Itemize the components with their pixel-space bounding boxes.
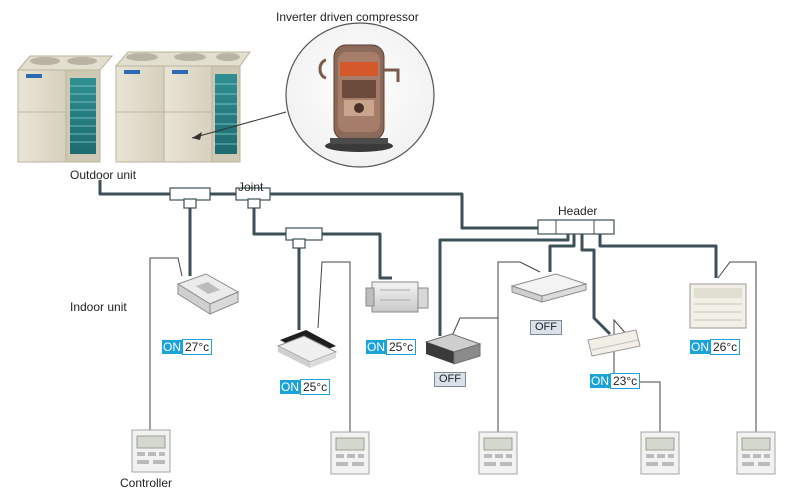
on-indicator: ON bbox=[366, 340, 386, 354]
on-indicator: ON bbox=[162, 340, 182, 354]
temperature-value: 27°c bbox=[182, 339, 213, 355]
off-badge: OFF bbox=[434, 372, 466, 387]
outdoor-unit-left bbox=[16, 55, 114, 163]
indoor-unit-wall-mounted bbox=[587, 329, 641, 357]
indoor-unit-ceiling-suspended bbox=[510, 273, 588, 303]
outdoor-unit-right bbox=[114, 51, 251, 163]
remote-controller-3 bbox=[478, 431, 518, 475]
indoor-unit-slim-cassette bbox=[276, 330, 338, 368]
compressor-icon bbox=[318, 44, 400, 152]
compressor-label: Inverter driven compressor bbox=[276, 10, 419, 24]
indoor-unit-concealed-duct bbox=[365, 281, 429, 313]
remote-controller-4 bbox=[640, 431, 680, 475]
off-badge: OFF bbox=[530, 320, 562, 335]
indoor-unit-low-static-duct bbox=[424, 333, 482, 365]
indoor-unit-floor-standing bbox=[689, 283, 747, 329]
temperature-value: 25°c bbox=[386, 339, 417, 355]
temperature-value: 25°c bbox=[300, 379, 331, 395]
joint-fitting-3 bbox=[285, 227, 323, 249]
header-fitting bbox=[537, 219, 615, 235]
temperature-value: 26°c bbox=[710, 339, 741, 355]
on-indicator: ON bbox=[280, 380, 300, 394]
indoor-unit-label: Indoor unit bbox=[70, 300, 127, 314]
joint-fitting-1 bbox=[169, 187, 211, 209]
remote-controller-1 bbox=[131, 429, 171, 473]
remote-controller-2 bbox=[330, 431, 370, 475]
controller-label: Controller bbox=[120, 476, 173, 490]
indoor-unit-ceiling-cassette bbox=[176, 273, 240, 315]
temperature-value: 23°c bbox=[610, 373, 641, 389]
on-indicator: ON bbox=[690, 340, 710, 354]
joint-label: Joint bbox=[238, 180, 264, 194]
joint-fitting-2 bbox=[235, 187, 271, 209]
remote-controller-5 bbox=[736, 431, 776, 475]
on-indicator: ON bbox=[590, 374, 610, 388]
header-label: Header bbox=[558, 204, 598, 218]
refrigerant-piping bbox=[98, 180, 718, 336]
outdoor-unit-label: Outdoor unit bbox=[70, 168, 137, 182]
